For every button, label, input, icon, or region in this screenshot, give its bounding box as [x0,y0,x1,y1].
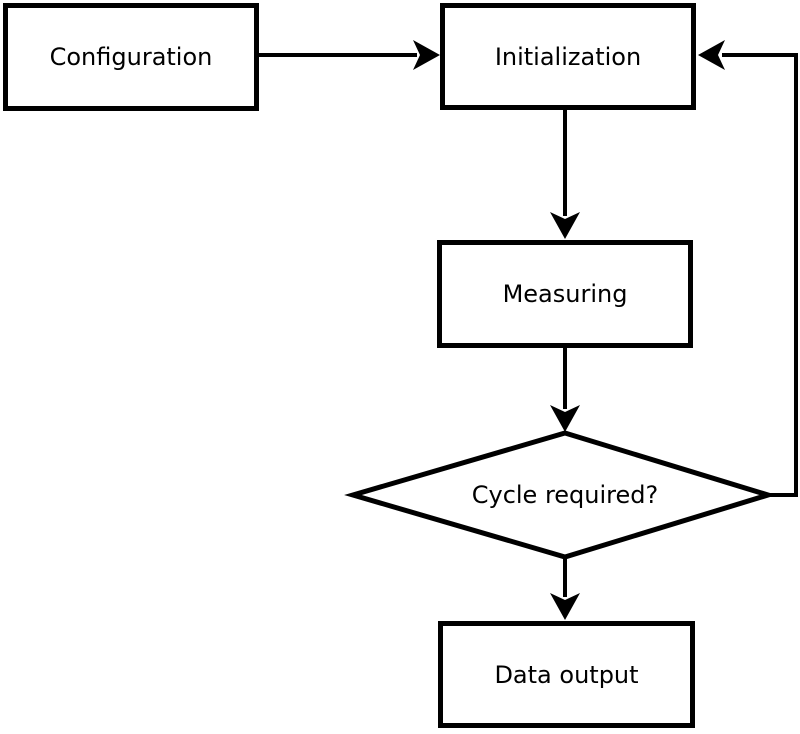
node-initialization: Initialization [440,3,696,110]
arrowhead-right-icon [413,40,440,70]
node-configuration: Configuration [3,3,259,111]
node-data-output: Data output [438,621,695,728]
node-data-output-label: Data output [494,660,639,689]
node-initialization-label: Initialization [494,42,642,71]
node-cycle-required: Cycle required? [415,478,715,512]
node-measuring-label: Measuring [502,280,628,308]
node-measuring: Measuring [437,240,693,348]
arrowhead-left-icon [698,40,725,70]
node-configuration-label: Configuration [49,43,213,71]
arrowhead-down-icon [550,405,580,432]
node-cycle-required-diamond [344,430,777,560]
arrowhead-down-icon [550,593,580,620]
arrowhead-down-icon [550,212,580,239]
edge-cycle-required-initialization-loop [722,53,798,497]
node-cycle-required-label: Cycle required? [471,481,659,509]
